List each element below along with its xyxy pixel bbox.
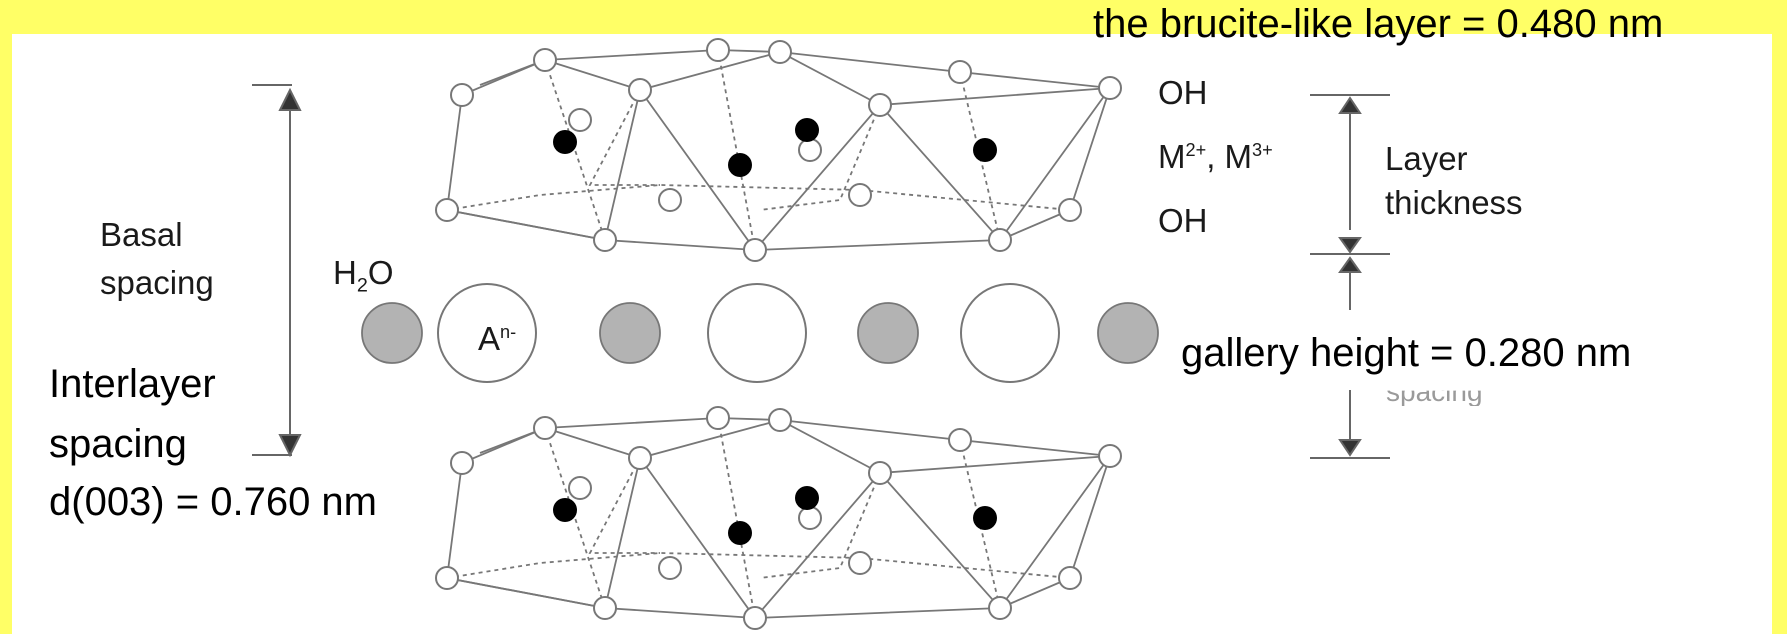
layer-edge xyxy=(759,472,881,579)
oxygen-atom xyxy=(706,406,730,430)
metal-atom xyxy=(973,138,997,162)
layer-edge xyxy=(446,552,1071,579)
basal-label-line1: Basal xyxy=(100,216,183,253)
water-molecule xyxy=(599,302,661,364)
oxygen-atom xyxy=(768,408,792,432)
oxygen-atom xyxy=(1098,76,1122,100)
top-brucite-layer xyxy=(435,38,1122,262)
oxygen-atom xyxy=(743,238,767,262)
oxygen-atom xyxy=(848,183,872,207)
oxygen-atom xyxy=(798,138,822,162)
layer-edge xyxy=(445,87,1111,252)
layer-edge xyxy=(446,184,1071,211)
interlayer-gallery xyxy=(361,283,1159,383)
anion xyxy=(707,283,807,383)
layer-edge xyxy=(544,427,606,609)
metal-ions-label: M2+, M3+ xyxy=(1158,138,1273,175)
oxygen-atom xyxy=(798,506,822,530)
oxygen-atom xyxy=(628,78,652,102)
oxygen-atom xyxy=(593,228,617,252)
layer-edge xyxy=(717,49,756,251)
anion xyxy=(437,283,537,383)
oxygen-atom xyxy=(948,428,972,452)
oxygen-atom xyxy=(988,228,1012,252)
layer-edge xyxy=(461,419,1111,474)
water-molecule xyxy=(361,302,423,364)
layer-thickness-line2: thickness xyxy=(1385,184,1523,221)
oh-bottom-label: OH xyxy=(1158,202,1208,239)
layer-thickness-arrow xyxy=(1310,94,1390,255)
oh-top-label: OH xyxy=(1158,74,1208,111)
oxygen-atom xyxy=(1058,566,1082,590)
oxygen-atom xyxy=(868,93,892,117)
oxygen-atom xyxy=(1058,198,1082,222)
basal-spacing-arrow xyxy=(252,84,302,458)
metal-atom xyxy=(553,130,577,154)
oxygen-atom xyxy=(868,461,892,485)
oxygen-atom xyxy=(533,48,557,72)
oxygen-atom xyxy=(848,551,872,575)
brucite-layer-annotation: the brucite-like layer = 0.480 nm xyxy=(1093,2,1664,46)
oxygen-atom xyxy=(435,566,459,590)
hidden-spacing-label: spacing xyxy=(1386,376,1483,407)
oxygen-atom xyxy=(658,188,682,212)
oxygen-atom xyxy=(435,198,459,222)
water-molecule xyxy=(1097,302,1159,364)
oxygen-atom xyxy=(450,83,474,107)
oxygen-atom xyxy=(450,451,474,475)
layer-edge xyxy=(588,89,660,186)
layer-thickness-line1: Layer xyxy=(1385,140,1468,177)
layer-edge xyxy=(588,457,660,554)
oxygen-atom xyxy=(593,596,617,620)
oxygen-atom xyxy=(768,40,792,64)
layer-edge xyxy=(759,104,881,211)
gallery-label-background xyxy=(1170,310,1745,390)
interlayer-annotation-line2: spacing xyxy=(49,422,187,466)
oxygen-atom xyxy=(988,596,1012,620)
oxygen-atom xyxy=(628,446,652,470)
bottom-brucite-layer xyxy=(435,406,1122,630)
oxygen-atom xyxy=(658,556,682,580)
oxygen-atom xyxy=(533,416,557,440)
oxygen-atom xyxy=(568,108,592,132)
interlayer-annotation-line3: d(003) = 0.760 nm xyxy=(49,480,377,524)
oxygen-atom xyxy=(743,606,767,630)
metal-atom xyxy=(728,521,752,545)
oxygen-atom xyxy=(948,60,972,84)
oxygen-atom xyxy=(706,38,730,62)
metal-atom xyxy=(795,118,819,142)
anion-label: An- xyxy=(478,320,517,357)
layer-edge xyxy=(461,51,1111,106)
basal-label-line2: spacing xyxy=(100,264,214,301)
layer-edge xyxy=(717,417,756,619)
layer-edge xyxy=(544,59,606,241)
interlayer-annotation-line1: Interlayer xyxy=(49,362,216,406)
metal-atom xyxy=(553,498,577,522)
anion xyxy=(960,283,1060,383)
metal-atom xyxy=(973,506,997,530)
oxygen-atom xyxy=(1098,444,1122,468)
oxygen-atom xyxy=(568,476,592,500)
metal-atom xyxy=(728,153,752,177)
layer-edge xyxy=(445,455,1111,620)
metal-atom xyxy=(795,486,819,510)
gallery-height-annotation: gallery height = 0.280 nm xyxy=(1181,331,1632,375)
water-molecule xyxy=(857,302,919,364)
water-label: H2O xyxy=(333,254,394,297)
